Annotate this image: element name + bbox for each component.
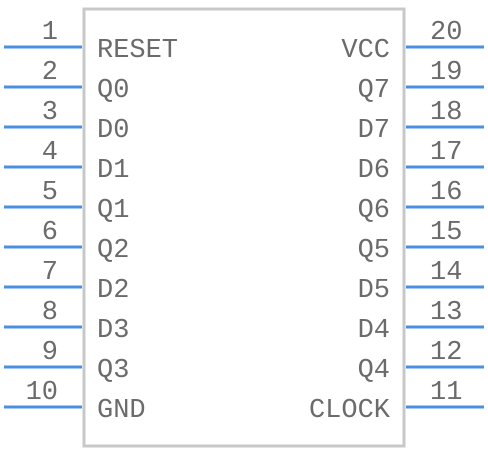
left-pin-name: Q3	[97, 356, 129, 386]
right-pin-name: Q7	[358, 76, 390, 106]
right-pin-number: 11	[430, 378, 462, 408]
right-pin-name: D4	[358, 316, 390, 346]
left-pin-name: D0	[97, 116, 129, 146]
left-pin-name: Q1	[97, 196, 129, 226]
left-pin-name: GND	[97, 396, 146, 426]
left-pin-name: RESET	[97, 36, 178, 66]
right-pin-group: 20VCC19Q718D717D616Q615Q514D513D412Q411C…	[309, 18, 484, 426]
right-pin-name: Q6	[358, 196, 390, 226]
left-pin-number: 2	[42, 58, 58, 88]
right-pin-name: Q4	[358, 356, 390, 386]
left-pin-number: 5	[42, 178, 58, 208]
left-pin-number: 10	[26, 378, 58, 408]
left-pin-number: 8	[42, 298, 58, 328]
right-pin-number: 13	[430, 298, 462, 328]
left-pin: 8D3	[4, 298, 129, 346]
left-pin-number: 1	[42, 18, 58, 48]
right-pin-name: D6	[358, 156, 390, 186]
right-pin-name: D5	[358, 276, 390, 306]
left-pin: 6Q2	[4, 218, 129, 266]
left-pin: 2Q0	[4, 58, 129, 106]
right-pin-number: 19	[430, 58, 462, 88]
left-pin: 7D2	[4, 258, 129, 306]
right-pin-number: 15	[430, 218, 462, 248]
left-pin-number: 3	[42, 98, 58, 128]
right-pin-number: 12	[430, 338, 462, 368]
right-pin-number: 17	[430, 138, 462, 168]
right-pin-number: 18	[430, 98, 462, 128]
left-pin-name: D3	[97, 316, 129, 346]
left-pin-number: 9	[42, 338, 58, 368]
left-pin-number: 6	[42, 218, 58, 248]
left-pin-name: Q0	[97, 76, 129, 106]
left-pin: 3D0	[4, 98, 129, 146]
right-pin-number: 20	[430, 18, 462, 48]
left-pin-name: D1	[97, 156, 129, 186]
right-pin-number: 14	[430, 258, 462, 288]
left-pin-name: D2	[97, 276, 129, 306]
left-pin-number: 4	[42, 138, 58, 168]
right-pin-name: D7	[358, 116, 390, 146]
left-pin: 9Q3	[4, 338, 129, 386]
right-pin-name: Q5	[358, 236, 390, 266]
left-pin: 4D1	[4, 138, 129, 186]
ic-body-outline	[82, 7, 406, 448]
right-pin-name: VCC	[341, 36, 390, 66]
left-pin-number: 7	[42, 258, 58, 288]
left-pin-name: Q2	[97, 236, 129, 266]
left-pin: 5Q1	[4, 178, 129, 226]
right-pin-name: CLOCK	[309, 396, 391, 426]
right-pin-number: 16	[430, 178, 462, 208]
